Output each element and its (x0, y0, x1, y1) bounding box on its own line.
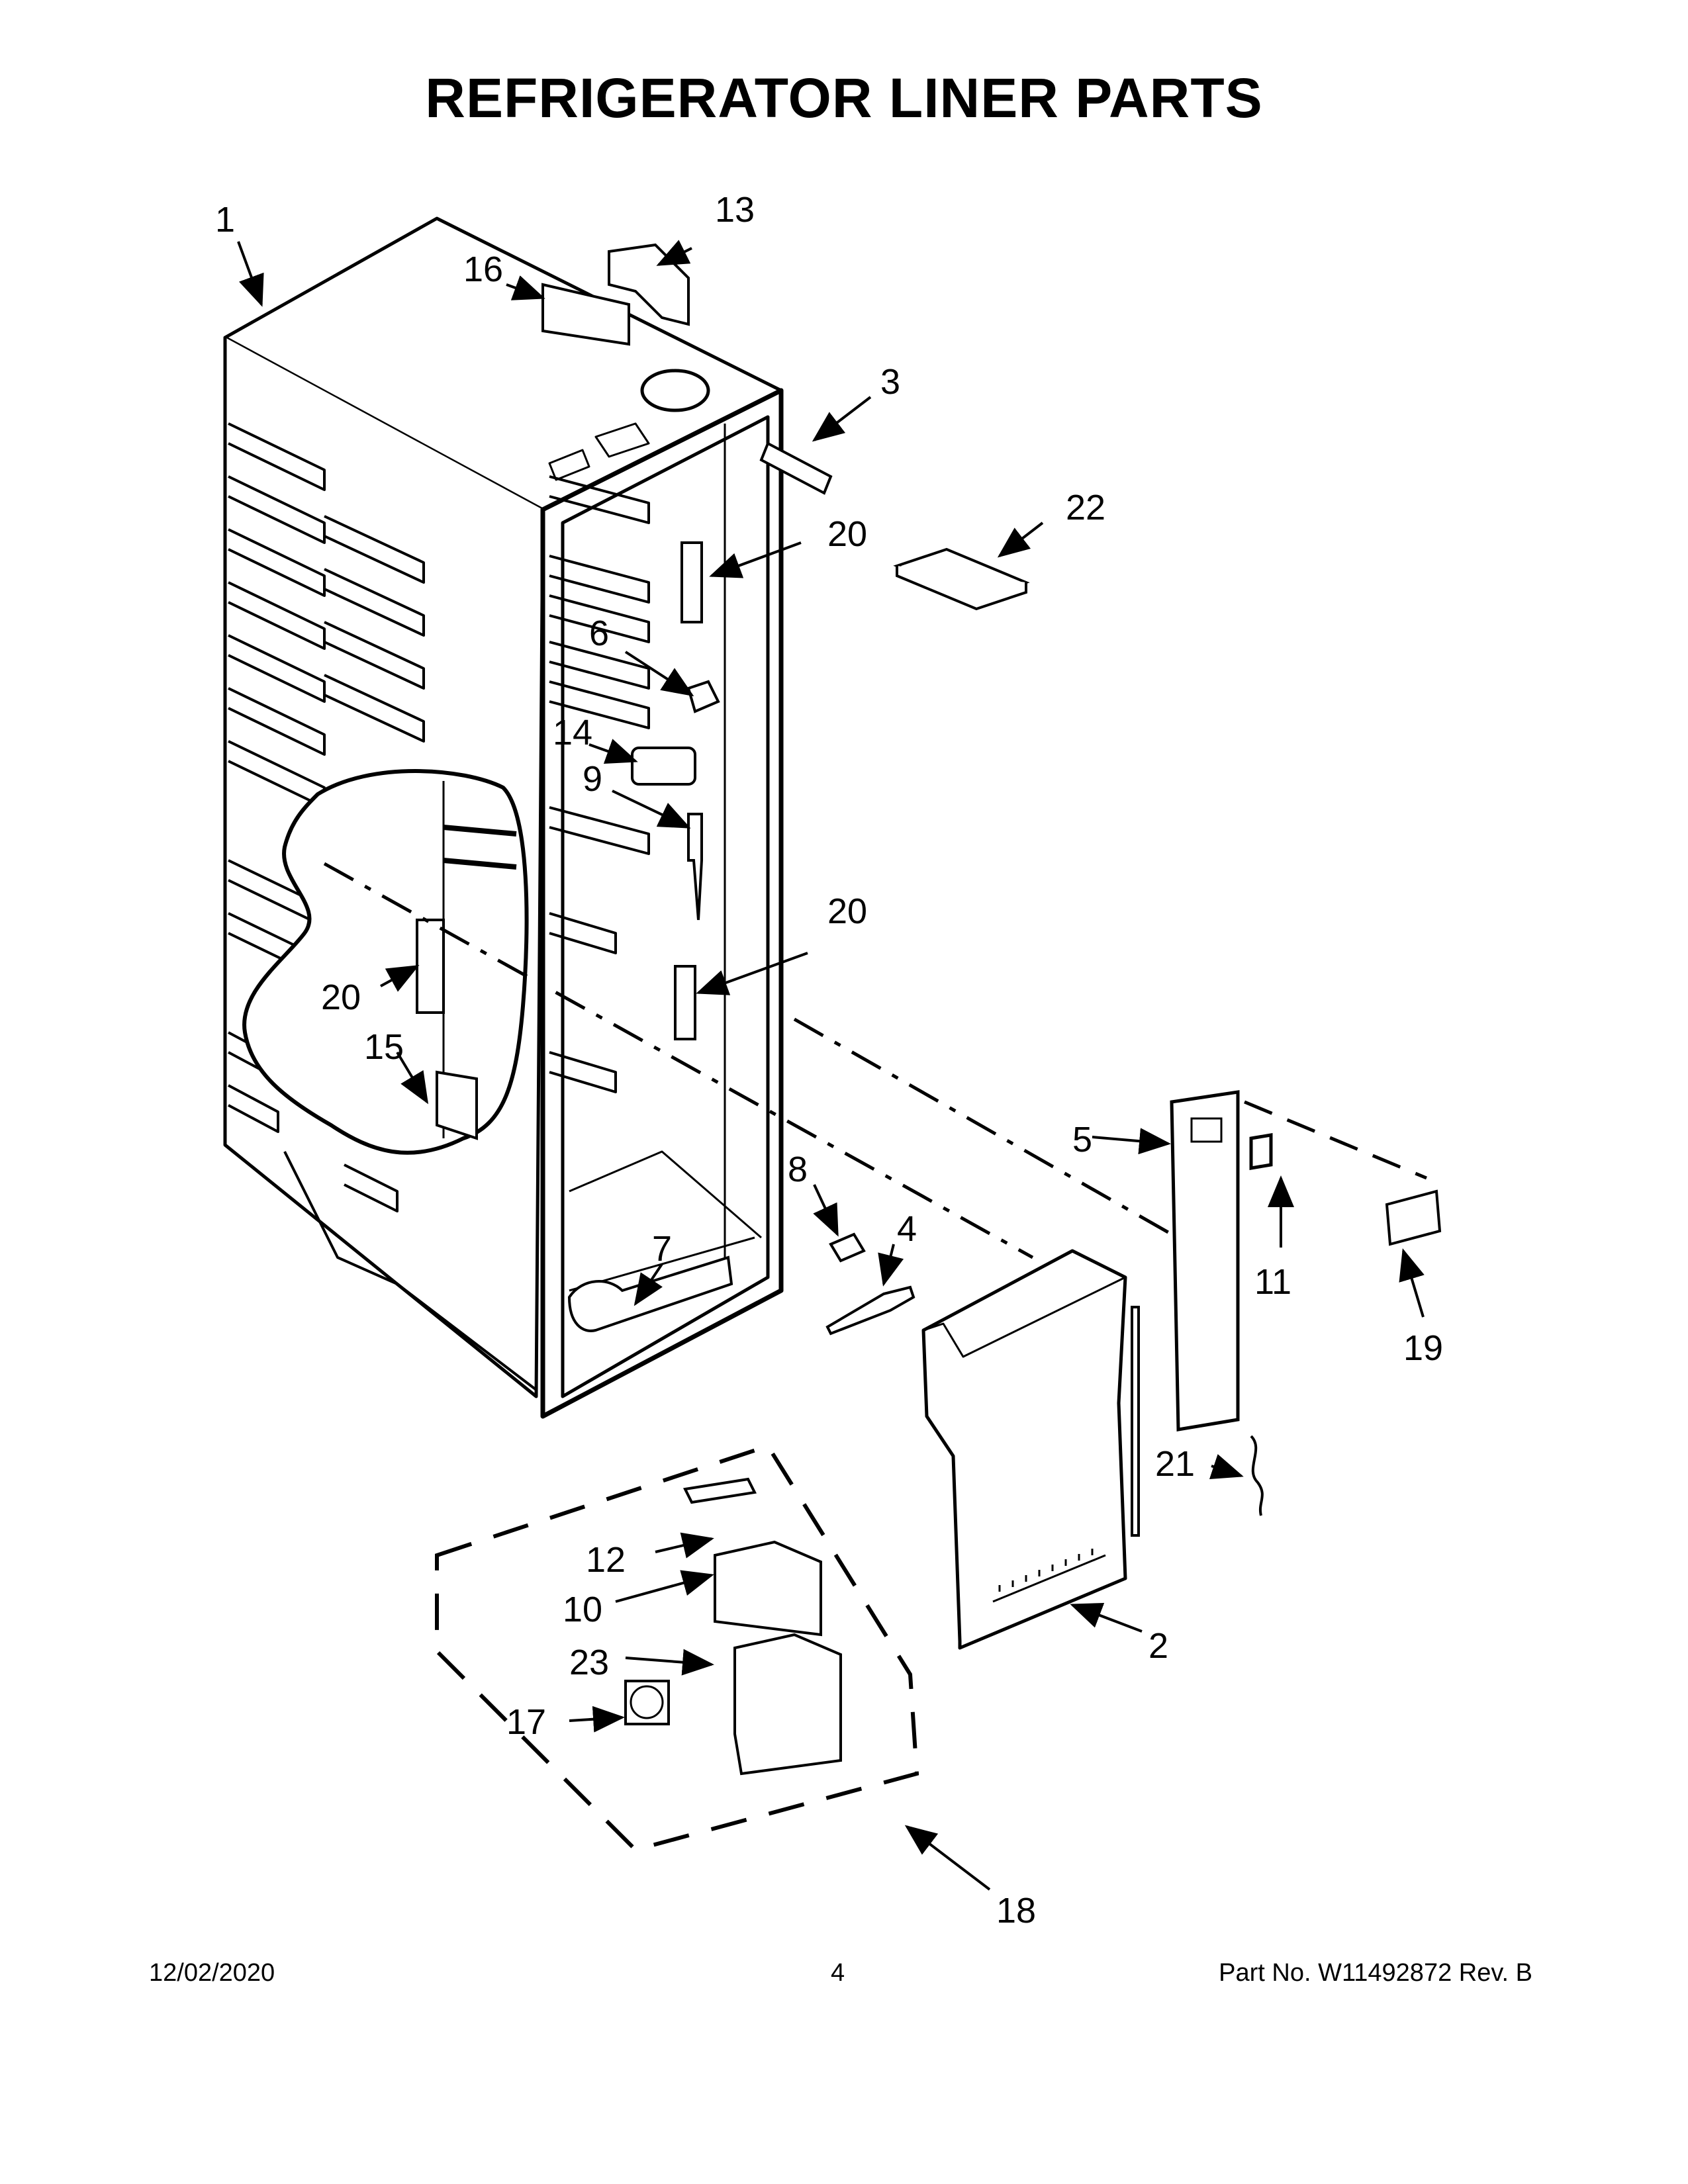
part-6-clip (686, 680, 720, 713)
callout-labels: 1 13 16 3 22 20 6 14 9 20 20 15 8 4 5 11… (215, 190, 1443, 1931)
part-11-connector (1249, 1133, 1273, 1170)
callout-20-lower: 20 (827, 891, 867, 931)
callout-9: 9 (583, 759, 602, 799)
callout-8: 8 (788, 1150, 808, 1189)
page-title: REFRIGERATOR LINER PARTS (425, 67, 1263, 129)
callout-15: 15 (364, 1027, 404, 1067)
callout-17: 17 (506, 1702, 546, 1742)
callout-13: 13 (715, 190, 755, 230)
footer-date: 12/02/2020 (149, 1959, 275, 1987)
assembly-guide-lines (323, 862, 1427, 1259)
part-22-control-board (893, 547, 1030, 611)
callout-4: 4 (897, 1209, 917, 1249)
assembly-18-dashed-outline (435, 1443, 919, 1852)
part-15-bracket (436, 1070, 478, 1140)
callout-20-cutout: 20 (321, 978, 361, 1017)
callout-7: 7 (652, 1229, 672, 1269)
callout-14: 14 (553, 713, 592, 752)
leader-arrows (237, 240, 1425, 1891)
part-18-assembly (624, 1477, 842, 1776)
callout-12: 12 (586, 1540, 626, 1580)
part-20-bracket-upper (680, 541, 703, 623)
part-16-cover (541, 283, 630, 346)
part-21-strip (1131, 1306, 1264, 1537)
callout-19: 19 (1403, 1328, 1443, 1368)
callout-22: 22 (1066, 488, 1105, 527)
part-10-shroud (714, 1540, 822, 1637)
part-8-fitting (829, 1232, 866, 1263)
callout-20-upper: 20 (827, 514, 867, 554)
callout-6: 6 (589, 614, 609, 653)
part-9-thermistor (687, 813, 703, 921)
callout-10: 10 (563, 1590, 602, 1629)
top-parts (541, 243, 690, 346)
footer-page-number: 4 (831, 1959, 845, 1987)
footer-part-number: Part No. W11492872 Rev. B (1219, 1959, 1532, 1987)
part-23-housing (733, 1633, 842, 1776)
callout-18: 18 (996, 1891, 1036, 1931)
callout-16: 16 (463, 250, 503, 289)
callout-23: 23 (569, 1643, 609, 1682)
part-2-evaporator-cover (921, 1249, 1127, 1650)
callout-11: 11 (1254, 1262, 1291, 1302)
part-4-sensor (825, 1285, 915, 1336)
callout-21: 21 (1155, 1444, 1195, 1484)
part-5-panel (1170, 1090, 1273, 1432)
part-20-bracket-lower (674, 965, 696, 1040)
callout-1: 1 (215, 200, 235, 240)
part-20-bracket-cutout (416, 919, 445, 1014)
callout-2: 2 (1149, 1626, 1168, 1666)
callout-5: 5 (1072, 1120, 1092, 1160)
parts-8-4 (825, 1232, 915, 1336)
part-19-tag (1385, 1189, 1442, 1246)
part-3-light (759, 441, 833, 495)
part-12-seal (682, 1477, 757, 1504)
callout-3: 3 (880, 362, 900, 402)
part-14-housing (631, 747, 696, 786)
